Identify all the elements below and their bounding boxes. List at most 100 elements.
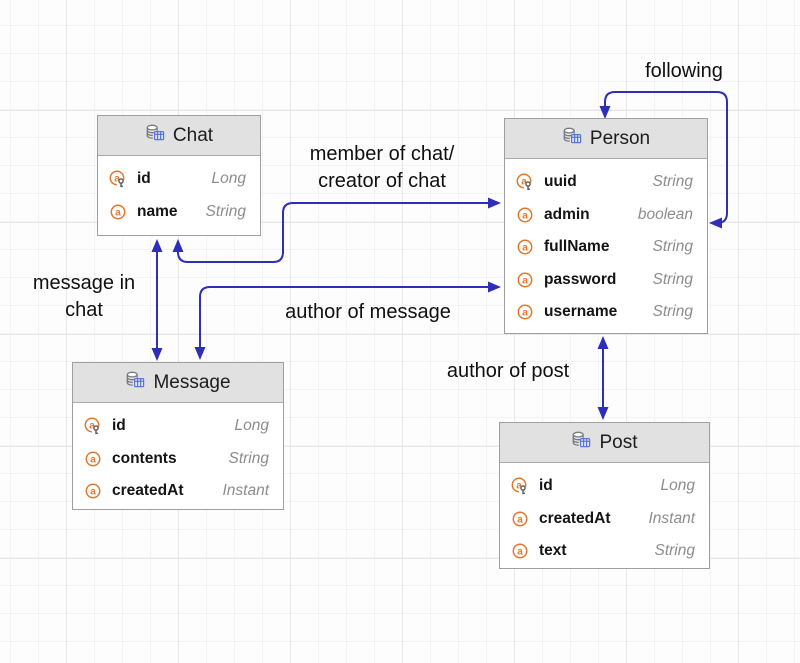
svg-text:a: a bbox=[522, 210, 528, 221]
field-row[interactable]: a id Long bbox=[73, 410, 283, 443]
entity-chat[interactable]: Chat a id Long bbox=[97, 115, 261, 236]
field-name: admin bbox=[544, 205, 590, 223]
attribute-icon: a bbox=[511, 542, 530, 560]
entity-message[interactable]: Message a id Long bbox=[72, 362, 284, 510]
entity-message-fields: a id Long a bbox=[73, 403, 283, 508]
attribute-icon: a bbox=[84, 450, 103, 468]
entity-title: Post bbox=[599, 431, 638, 453]
field-type: String bbox=[205, 202, 247, 220]
attribute-icon: a bbox=[109, 203, 128, 221]
svg-text:a: a bbox=[522, 275, 528, 286]
edge-label-author-of-message[interactable]: author of message bbox=[285, 299, 451, 326]
attribute-icon: a bbox=[516, 238, 535, 256]
field-row[interactable]: a password String bbox=[505, 264, 707, 297]
svg-text:a: a bbox=[522, 308, 528, 319]
field-name: name bbox=[137, 202, 178, 220]
edge-label-line: author of message bbox=[285, 301, 451, 323]
field-name: createdAt bbox=[112, 482, 184, 500]
field-name: text bbox=[539, 542, 567, 560]
primary-key-attribute-icon: a bbox=[109, 170, 128, 189]
field-type: String bbox=[652, 238, 694, 256]
field-name: fullName bbox=[544, 238, 610, 256]
svg-text:a: a bbox=[517, 514, 523, 525]
edge-label-line: following bbox=[645, 60, 723, 82]
attribute-icon: a bbox=[516, 206, 535, 224]
edge-label-line: message in bbox=[32, 272, 136, 294]
field-row[interactable]: a id Long bbox=[500, 470, 709, 503]
field-name: createdAt bbox=[539, 509, 611, 527]
primary-key-attribute-icon: a bbox=[516, 173, 535, 192]
field-name: uuid bbox=[544, 173, 577, 191]
field-type: Instant bbox=[222, 482, 269, 500]
edge-label-member-of-chat[interactable]: member of chat/ creator of chat bbox=[310, 141, 455, 195]
entity-post-titlebar[interactable]: Post bbox=[500, 423, 709, 463]
svg-text:a: a bbox=[89, 420, 95, 431]
field-row[interactable]: a id Long bbox=[98, 163, 260, 196]
entity-table-icon bbox=[571, 431, 591, 454]
field-row[interactable]: a text String bbox=[500, 535, 709, 568]
edge-label-message-in-chat[interactable]: message in chat bbox=[33, 270, 135, 324]
field-type: String bbox=[652, 270, 694, 288]
field-type: String bbox=[652, 173, 694, 191]
field-name: id bbox=[137, 170, 151, 188]
field-row[interactable]: a contents String bbox=[73, 443, 283, 476]
field-row[interactable]: a uuid String bbox=[505, 166, 707, 199]
svg-text:a: a bbox=[115, 207, 121, 218]
field-name: id bbox=[539, 477, 553, 495]
entity-post[interactable]: Post a id Long bbox=[499, 422, 710, 569]
field-row[interactable]: a name String bbox=[98, 196, 260, 229]
entity-table-icon bbox=[562, 127, 582, 150]
entity-table-icon bbox=[125, 371, 145, 394]
field-row[interactable]: a fullName String bbox=[505, 231, 707, 264]
edge-following[interactable] bbox=[599, 91, 728, 229]
field-row[interactable]: a username String bbox=[505, 296, 707, 329]
edge-member-of-chat[interactable] bbox=[172, 197, 501, 263]
entity-person-titlebar[interactable]: Person bbox=[505, 119, 707, 159]
entity-title: Person bbox=[589, 127, 651, 149]
field-name: contents bbox=[112, 449, 177, 467]
edge-label-following[interactable]: following bbox=[645, 58, 723, 85]
entity-title: Message bbox=[153, 371, 231, 393]
edge-label-line: member of chat/ bbox=[309, 143, 455, 165]
entity-person-fields: a uuid String a bbox=[505, 159, 707, 329]
svg-text:a: a bbox=[516, 480, 522, 491]
edge-label-line: chat bbox=[65, 299, 103, 321]
field-type: Long bbox=[660, 477, 695, 495]
edge-label-line: author of post bbox=[446, 360, 570, 382]
attribute-icon: a bbox=[84, 482, 103, 500]
primary-key-attribute-icon: a bbox=[511, 477, 530, 496]
edge-label-line: creator of chat bbox=[318, 170, 446, 192]
edge-label-author-of-post[interactable]: author of post bbox=[447, 358, 569, 385]
field-name: id bbox=[112, 417, 126, 435]
attribute-icon: a bbox=[511, 510, 530, 528]
field-row[interactable]: a admin boolean bbox=[505, 199, 707, 232]
svg-text:a: a bbox=[521, 176, 527, 187]
svg-text:a: a bbox=[90, 487, 96, 498]
svg-text:a: a bbox=[517, 547, 523, 558]
entity-title: Chat bbox=[172, 124, 214, 146]
field-type: Instant bbox=[648, 509, 695, 527]
entity-person[interactable]: Person a uuid Stri bbox=[504, 118, 708, 334]
attribute-icon: a bbox=[516, 303, 535, 321]
entity-table-icon bbox=[145, 124, 165, 147]
field-type: String bbox=[654, 542, 696, 560]
entity-chat-titlebar[interactable]: Chat bbox=[98, 116, 260, 156]
entity-message-titlebar[interactable]: Message bbox=[73, 363, 283, 403]
primary-key-attribute-icon: a bbox=[84, 417, 103, 436]
field-name: username bbox=[544, 303, 618, 321]
attribute-icon: a bbox=[516, 271, 535, 289]
svg-text:a: a bbox=[90, 454, 96, 465]
field-name: password bbox=[544, 270, 617, 288]
field-type: String bbox=[228, 449, 270, 467]
entity-chat-fields: a id Long a bbox=[98, 156, 260, 228]
field-type: Long bbox=[211, 170, 246, 188]
field-row[interactable]: a createdAt Instant bbox=[500, 503, 709, 536]
field-type: Long bbox=[234, 417, 269, 435]
field-type: String bbox=[652, 303, 694, 321]
edge-author-of-message[interactable] bbox=[194, 281, 501, 360]
entity-post-fields: a id Long a bbox=[500, 463, 709, 568]
field-row[interactable]: a createdAt Instant bbox=[73, 475, 283, 508]
svg-text:a: a bbox=[114, 173, 120, 184]
